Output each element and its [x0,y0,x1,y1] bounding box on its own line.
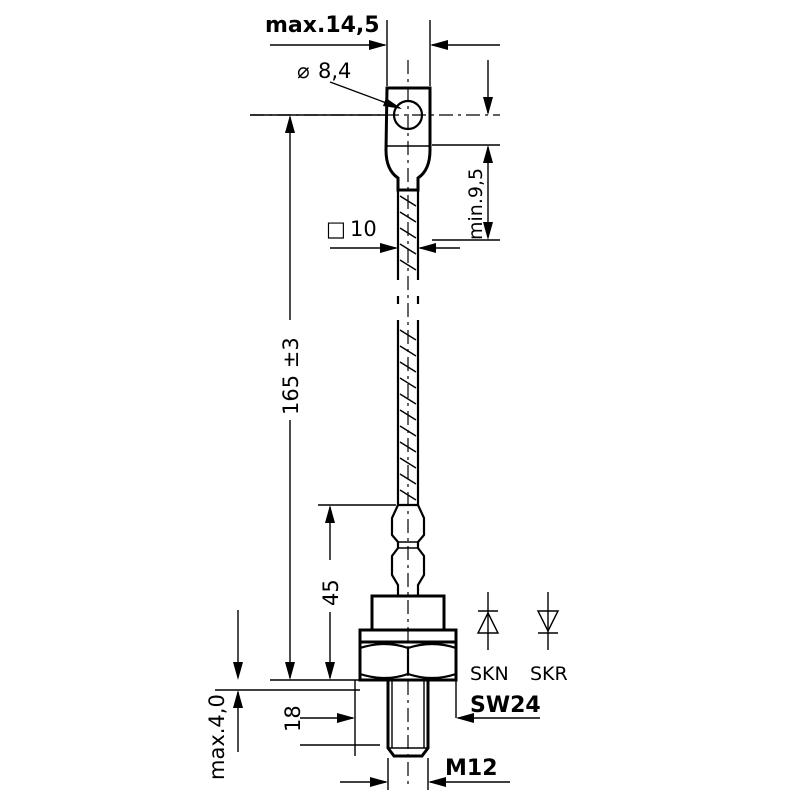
dim-thread: M12 [340,756,510,790]
cable [396,190,420,505]
diode-symbol-skn: SKN [470,592,509,685]
wrench-size-label: SW24 [470,693,541,718]
max-width-label: max.14,5 [265,13,380,38]
threaded-stud [386,680,430,758]
dim-hole: ⌀ 8,4 [297,59,402,109]
dim-cable: □ 10 [326,217,460,253]
dim-max-width: max.14,5 [265,13,500,86]
dim-overall-length: 165 ±3 [250,114,385,681]
skn-label: SKN [470,663,509,685]
square-symbol: □ [326,217,346,241]
diameter-symbol: ⌀ [297,59,310,83]
min-lug-label: min.9,5 [465,168,487,240]
overall-length-label: 165 ±3 [279,337,303,415]
hole-diameter-label: 8,4 [318,59,351,83]
cable-square-label: 10 [350,217,377,241]
dim-min-lug: min.9,5 [432,60,500,241]
diode-body [358,594,458,682]
dim-base-height: 45 [318,504,396,680]
diode-symbol-skr: SKR [530,592,568,685]
thread-length-label: 18 [281,705,305,732]
max-lower-label: max.4,0 [205,694,229,780]
skr-label: SKR [530,663,568,685]
dim-max-lower: max.4,0 [205,610,360,780]
dim-thread-length: 18 [281,680,380,756]
base-height-label: 45 [319,579,343,606]
dim-wrench-size: SW24 [455,648,541,723]
thread-label: M12 [445,756,498,781]
